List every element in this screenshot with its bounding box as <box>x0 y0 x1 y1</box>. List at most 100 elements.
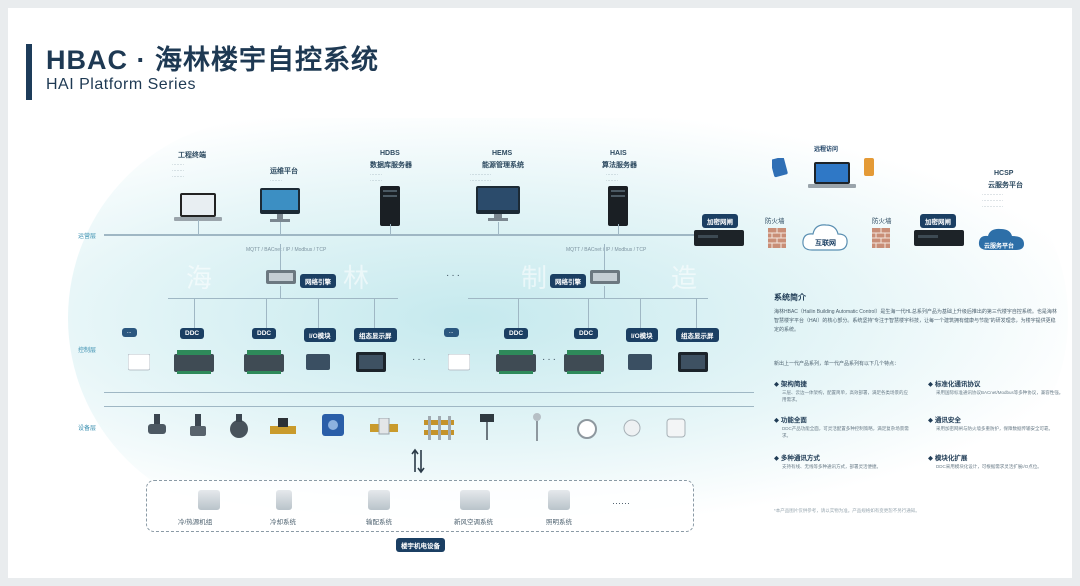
management-bus-line <box>104 234 694 236</box>
eng-terminal-label: 工程终端 <box>178 152 206 159</box>
chiller-icon <box>198 490 220 510</box>
feature-heading: ◆ 模块化扩展 <box>928 455 968 462</box>
manifold-icon <box>424 416 454 440</box>
pump-icon <box>368 490 390 510</box>
feature-heading: ◆ 标准化通讯协议 <box>928 381 981 388</box>
io-module-badge: I/O模块 <box>304 328 336 342</box>
feature-text: 采用加密网闸与防火墙多重防护，保障数据传输安全可靠。 <box>936 426 1053 431</box>
panel-text: 海林HBAC（Hailin Building Automatic Control… <box>774 309 1057 333</box>
firewall-label-right: 防火墙 <box>872 218 892 225</box>
feature-text: DDC产品功能全面，可灵活配置多种控制策略，满足复杂场景需求。 <box>782 426 909 438</box>
protocol-label: MQTT / BACnet / IP / Modbus / TCP <box>566 247 647 253</box>
firewall-label-left: 防火墙 <box>765 218 785 225</box>
ddc-badge: DDC <box>180 328 205 339</box>
system-label: 冷却系统 <box>270 519 296 526</box>
watermark-char: 海 <box>186 263 213 293</box>
touch-screen-icon <box>356 352 386 372</box>
io-module-icon <box>306 354 330 370</box>
feature-heading: ◆ 通讯安全 <box>928 417 961 424</box>
ddc-controller-icon <box>496 350 536 374</box>
thermostat-icon <box>128 354 150 371</box>
encrypt-gateway-device-icon <box>694 230 744 246</box>
control-bus-line <box>104 392 754 393</box>
feature-heading: ◆ 架构简捷 <box>774 381 807 388</box>
watermark-char: 造 <box>671 263 698 293</box>
phone-icon <box>864 158 874 176</box>
feature-text: 支持有线、无线等多种通讯方式，部署灵活便捷。 <box>782 464 881 469</box>
feature-heading: ◆ 多种通讯方式 <box>774 455 820 462</box>
temp-sensor-icon <box>480 414 494 440</box>
feature-text: DDC采用模块化设计，可根据需求灵活扩展I/O点位。 <box>936 464 1042 469</box>
smoke-detector-icon <box>623 419 641 437</box>
ddc-badge: DDC <box>504 328 529 339</box>
ops-platform-label: 运维平台 <box>270 168 298 175</box>
hdbs-sub-label: 数据库服务器 <box>370 162 412 169</box>
monitor-icon <box>476 186 520 221</box>
ddc-controller-icon <box>174 350 214 374</box>
hems-sub-label: 能源管理系统 <box>482 162 524 169</box>
ddc-badge: DDC <box>252 328 277 339</box>
footnote: *本产品图片仅供参考，请以实物为准。产品规格如有变更恕不另行通知。 <box>774 508 920 513</box>
firewall-icon <box>872 228 890 248</box>
title-accent-bar <box>26 44 32 100</box>
server-icon <box>608 186 628 226</box>
building-equipment-badge: 楼宇机电设备 <box>396 538 445 552</box>
ddc-badge: DDC <box>574 328 599 339</box>
layer-label-management: 运营层 <box>78 234 97 240</box>
gateway-badge: 网络引擎 <box>300 274 336 288</box>
laptop-icon <box>808 162 856 188</box>
flow-meter-icon <box>370 418 398 435</box>
ddc-controller-icon <box>564 350 604 374</box>
feature-text: 采用国际标准通讯协议BACnet/Modbus等多种协议，兼容性强。 <box>936 390 1064 395</box>
feature-heading: ◆ 功能全面 <box>774 417 807 424</box>
encrypt-gateway-badge-left: 加密网闸 <box>702 214 738 228</box>
system-label: 输配系统 <box>366 519 392 526</box>
background-glow <box>68 118 1068 518</box>
layer-label-control: 控制层 <box>78 348 97 354</box>
device-bus-line <box>104 406 754 407</box>
encrypt-gateway-device-icon <box>914 230 964 246</box>
building-systems-box <box>146 480 694 532</box>
thermostat-icon <box>448 354 470 371</box>
system-label: 照明系统 <box>546 519 572 526</box>
probe-sensor-icon <box>533 413 541 441</box>
tablet-icon <box>772 158 788 178</box>
io-module-icon <box>628 354 652 370</box>
pressure-gauge-icon <box>577 419 597 439</box>
system-label: 冷/热源机组 <box>178 519 213 526</box>
touch-screen-badge: 组态显示屏 <box>676 328 719 342</box>
actuator-icon <box>322 414 344 436</box>
system-label: 新风空调系统 <box>454 519 493 526</box>
internet-label: 互联网 <box>815 240 836 247</box>
watermark-char: 制 <box>521 263 548 293</box>
firewall-icon <box>768 228 786 248</box>
valve-icon <box>190 414 206 436</box>
watermark-char: 林 <box>343 263 370 293</box>
lighting-icon <box>548 490 570 510</box>
bidirectional-arrow-icon <box>411 448 425 474</box>
hcsp-sub-label: 云服务平台 <box>988 182 1023 189</box>
sensor-badge: ··· <box>122 328 137 337</box>
laptop-icon <box>174 193 222 221</box>
butterfly-valve-icon <box>230 414 248 438</box>
diagram-canvas: HBAC · 海林楼宇自控系统 HAI Platform Series 海 林 … <box>8 8 1072 578</box>
system-label-more: ······ <box>612 498 630 508</box>
cooling-tower-icon <box>276 490 292 510</box>
hais-label: HAIS <box>610 150 627 157</box>
gateway-device-icon <box>266 270 296 284</box>
internet-cloud-icon <box>802 224 848 251</box>
server-icon <box>380 186 400 226</box>
panel-lead: 新出上一代产品系列，单一代产品系列有以下几个特点： <box>774 361 900 367</box>
io-module-badge: I/O模块 <box>626 328 658 342</box>
hdbs-label: HDBS <box>380 150 400 157</box>
hais-sub-label: 算法服务器 <box>602 162 637 169</box>
cloud-service-icon <box>978 228 1024 250</box>
protocol-label: MQTT / BACnet / IP / Modbus / TCP <box>246 247 327 253</box>
sensor-badge: ··· <box>444 328 459 337</box>
hcsp-label: HCSP <box>994 170 1014 177</box>
ddc-controller-icon <box>244 350 284 374</box>
gateway-badge: 网络引擎 <box>550 274 586 288</box>
cloud-platform-label: 云服务平台 <box>984 244 1015 250</box>
feature-text: 三层、云边一体架构，配置简单，高效部署，满足各类场景的应用需求。 <box>782 390 908 402</box>
touch-screen-badge: 组态显示屏 <box>354 328 397 342</box>
